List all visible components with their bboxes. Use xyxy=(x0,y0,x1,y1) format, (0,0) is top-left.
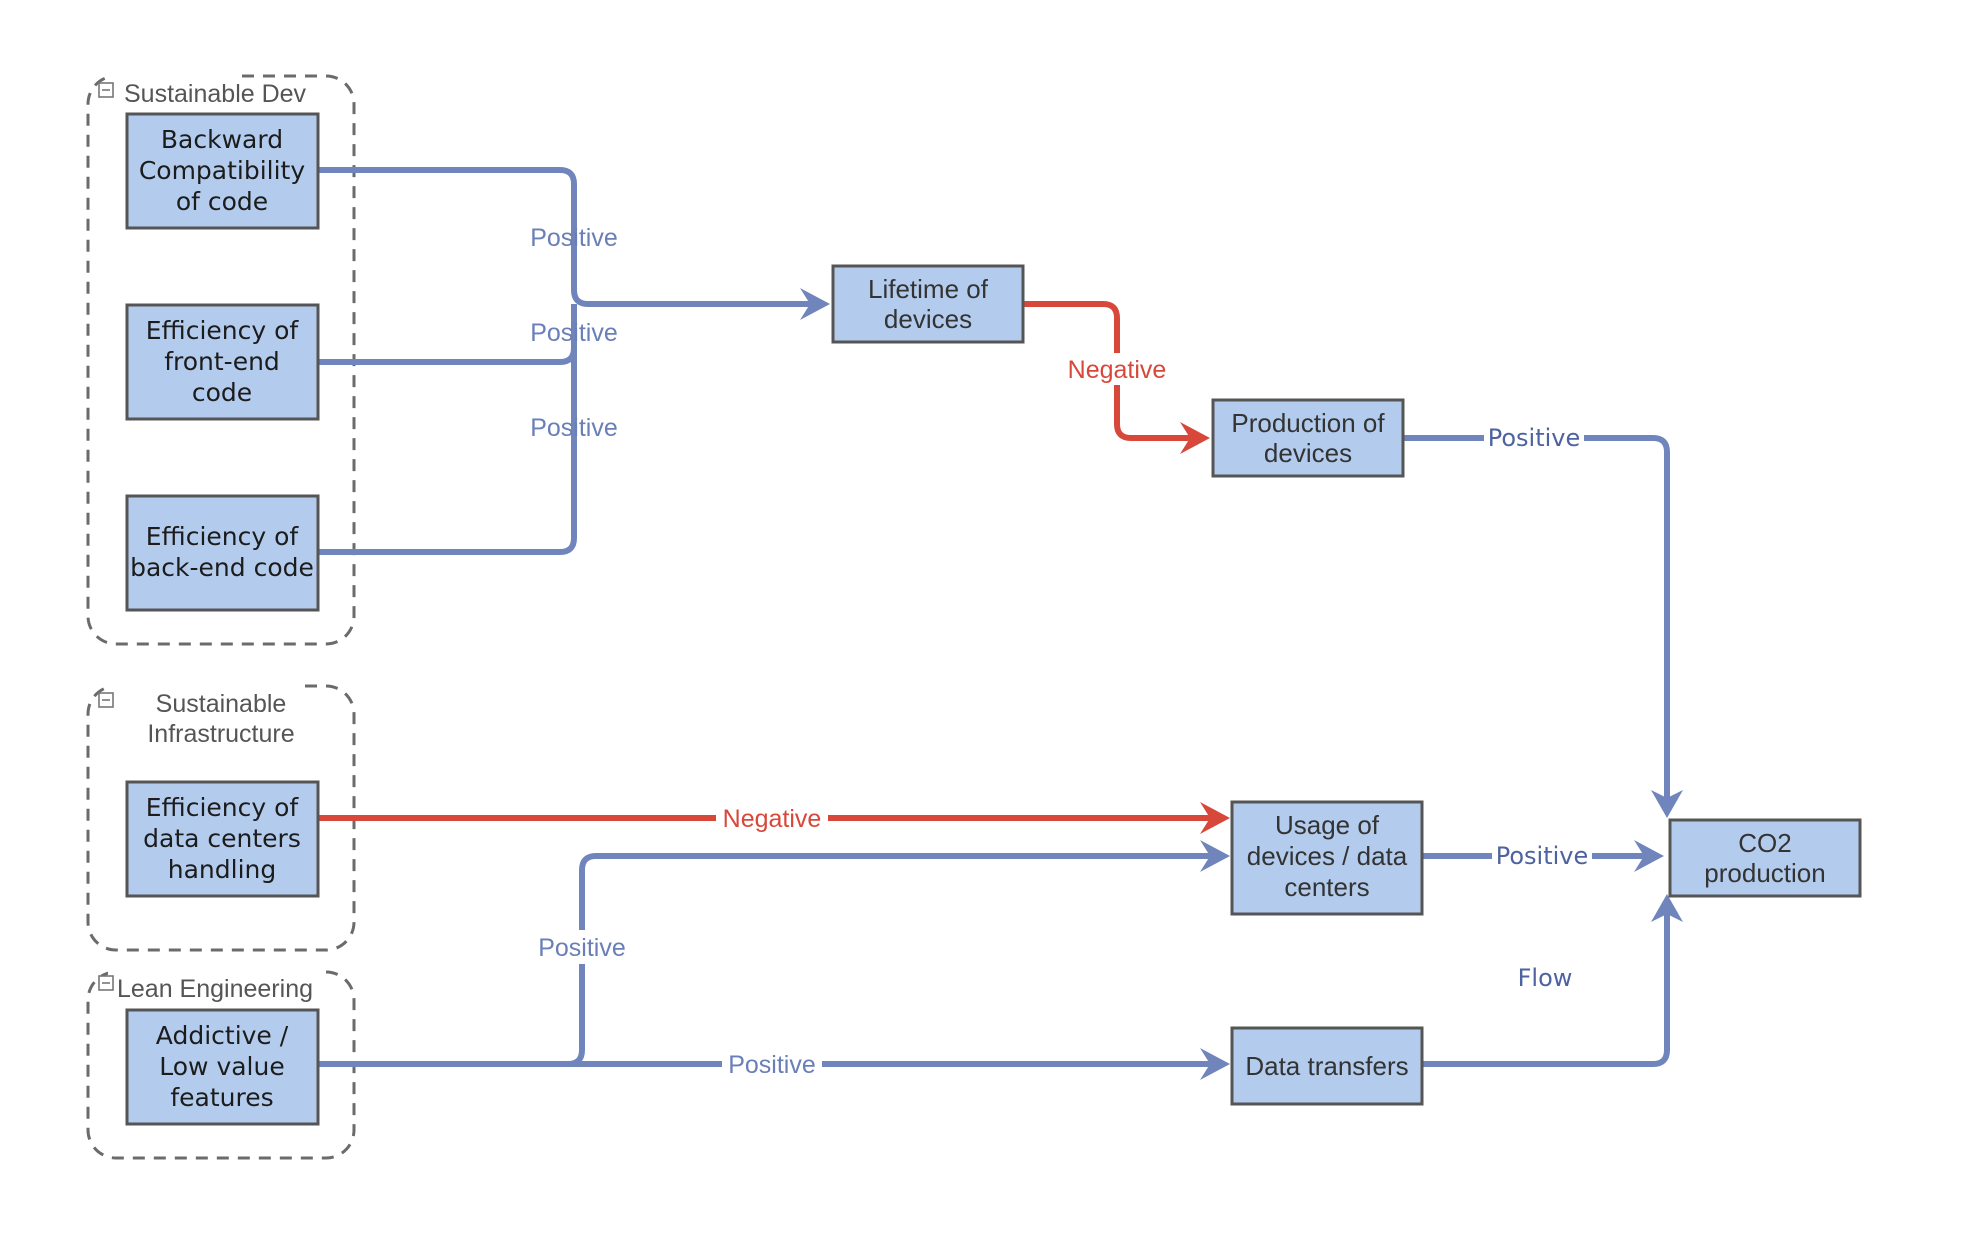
edge-labels: Positive Positive Positive Negative Posi… xyxy=(530,224,1592,1080)
node-label-line: Efficiency of xyxy=(146,522,300,551)
arrowhead-transfers xyxy=(1200,1048,1230,1080)
edge-label-datacenters-usage: Negative xyxy=(723,805,822,833)
node-label-line: handling xyxy=(168,855,276,884)
node-label-line: code xyxy=(192,378,252,407)
node-usage-devices[interactable]: Usage of devices / data centers xyxy=(1230,800,1424,916)
node-label-line: Compatibility xyxy=(139,156,306,185)
node-label-line: devices / data xyxy=(1247,841,1408,871)
node-label-line: Backward xyxy=(161,125,283,154)
arrowhead-co2-left xyxy=(1634,840,1664,872)
group-sustainable-infrastructure-label-line2: Infrastructure xyxy=(147,720,294,748)
node-label-line: Efficiency of xyxy=(146,793,300,822)
node-co2-production[interactable]: CO2 production xyxy=(1668,818,1862,898)
edge-backend-to-lifetime xyxy=(318,304,577,555)
node-label-line: production xyxy=(1704,858,1825,888)
arrowhead-production xyxy=(1180,422,1210,454)
arrowhead-usage-red xyxy=(1200,802,1230,834)
node-label-line: Usage of xyxy=(1275,810,1380,840)
node-label-line: Low value xyxy=(159,1052,284,1081)
edge-label-lifetime-production: Negative xyxy=(1068,356,1167,384)
edge-backward-to-lifetime xyxy=(318,167,822,307)
node-backend-efficiency[interactable]: Efficiency of back-end code xyxy=(125,494,320,612)
arrowhead-co2-top xyxy=(1651,790,1683,818)
node-label-line: Efficiency of xyxy=(146,316,300,345)
node-label-line: CO2 xyxy=(1738,828,1791,858)
edge-addictive-to-usage xyxy=(318,853,1220,1067)
node-label-line: of code xyxy=(176,187,268,216)
node-label-line: devices xyxy=(884,304,972,334)
edge-production-to-co2 xyxy=(1402,435,1670,800)
node-backward-compatibility[interactable]: Backward Compatibility of code xyxy=(125,112,320,230)
edge-label-production-co2: Positive xyxy=(1488,424,1581,452)
node-label-line: Data transfers xyxy=(1245,1051,1408,1081)
node-label-line: data centers xyxy=(143,824,301,853)
node-label-line: centers xyxy=(1284,872,1369,902)
node-production-devices[interactable]: Production of devices xyxy=(1211,398,1405,478)
node-data-transfers[interactable]: Data transfers xyxy=(1230,1026,1424,1106)
flow-label: Flow xyxy=(1518,964,1573,992)
edge-label-addictive-usage: Positive xyxy=(538,934,626,962)
node-frontend-efficiency[interactable]: Efficiency of front-end code xyxy=(125,303,320,421)
group-lean-engineering-label: Lean Engineering xyxy=(117,975,313,1003)
node-label-line: Lifetime of xyxy=(868,274,989,304)
edge-label-backward: Positive xyxy=(530,224,618,252)
edge-label-addictive-transfers: Positive xyxy=(728,1051,816,1079)
edge-label-backend: Positive xyxy=(530,414,618,442)
edge-label-usage-co2: Positive xyxy=(1496,842,1589,870)
node-label-line: devices xyxy=(1264,438,1352,468)
edge-transfers-to-co2 xyxy=(1420,912,1670,1067)
edge-label-frontend: Positive xyxy=(530,319,618,347)
arrowhead-co2-bottom xyxy=(1651,894,1683,922)
node-label-line: front-end xyxy=(164,347,280,376)
node-label-line: features xyxy=(170,1083,273,1112)
arrowhead-usage-blue xyxy=(1200,840,1230,872)
group-sustainable-dev: Sustainable Dev xyxy=(86,68,356,646)
group-sustainable-infrastructure-label-line1: Sustainable xyxy=(156,690,287,718)
node-label-line: back-end code xyxy=(130,553,314,582)
node-lifetime-devices[interactable]: Lifetime of devices xyxy=(831,264,1025,344)
node-label-line: Addictive / xyxy=(156,1021,289,1050)
node-datacenters-efficiency[interactable]: Efficiency of data centers handling xyxy=(125,780,320,898)
arrowhead-lifetime xyxy=(800,288,830,320)
group-sustainable-dev-label: Sustainable Dev xyxy=(124,80,307,108)
node-label-line: Production of xyxy=(1231,408,1385,438)
node-addictive-features[interactable]: Addictive / Low value features xyxy=(125,1008,320,1126)
